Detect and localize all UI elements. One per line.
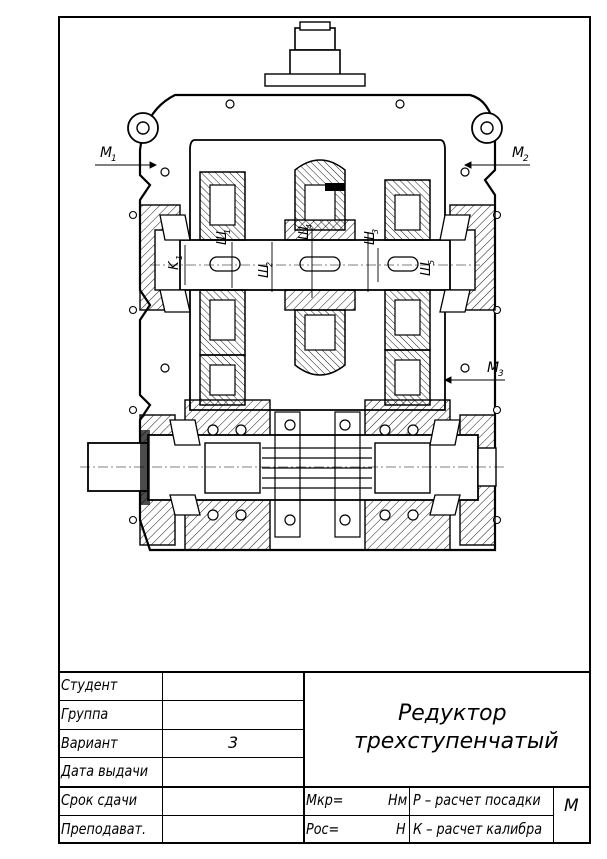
- force-label: Рос=: [306, 820, 340, 838]
- due-date-label: Срок сдачи: [61, 791, 138, 809]
- torque-unit: Нм: [388, 791, 408, 809]
- upper-right-gear: [384, 179, 431, 406]
- upper-bearings: [159, 214, 471, 313]
- dimension-label-k1: K 1: [167, 255, 184, 270]
- dimension-label-sh3: Ш 3: [363, 229, 380, 245]
- tb-col-line: [409, 786, 410, 844]
- tb-col-line: [303, 671, 305, 844]
- fit-calc-note: Р – расчет посадки: [413, 791, 541, 809]
- svg-text:2: 2: [523, 154, 529, 164]
- upper-shaft: [150, 239, 480, 291]
- dimension-label-sh2: Ш 2: [257, 262, 274, 278]
- tb-row-line: [58, 700, 303, 701]
- svg-text:4: 4: [305, 224, 314, 229]
- tb-col-line: [553, 786, 554, 844]
- svg-text:Ш: Ш: [215, 231, 230, 245]
- svg-text:Ш: Ш: [297, 226, 312, 240]
- svg-text:K: K: [167, 260, 182, 270]
- drawing-title-line1: Редуктор: [398, 701, 507, 726]
- svg-text:1: 1: [223, 229, 232, 234]
- svg-text:M: M: [512, 145, 524, 161]
- issue-date-label: Дата выдачи: [61, 762, 149, 780]
- variant-label: Вариант: [61, 734, 118, 752]
- drawing-title-line2: трехступенчатый: [354, 729, 559, 754]
- torque-label: Мкр=: [306, 791, 344, 809]
- dimension-label-m1: M 1: [100, 145, 117, 164]
- dimension-label-sh4: Ш 4: [297, 224, 314, 240]
- tb-col-line: [162, 671, 163, 844]
- upper-center-gear: [284, 159, 356, 376]
- gauge-calc-note: К – расчет калибра: [413, 820, 543, 838]
- tb-row-line: [58, 729, 303, 730]
- dimension-lines: [95, 161, 530, 384]
- svg-text:Ш: Ш: [363, 231, 378, 245]
- tb-row-line: [58, 786, 591, 788]
- svg-text:3: 3: [371, 229, 380, 234]
- dimension-label-m3: M 3: [487, 360, 504, 379]
- group-label: Группа: [61, 705, 109, 723]
- svg-text:3: 3: [498, 369, 504, 379]
- svg-text:2: 2: [265, 262, 274, 267]
- tb-top-line: [58, 671, 591, 673]
- teacher-label: Преподават.: [61, 820, 147, 838]
- tb-row-line: [58, 815, 553, 816]
- svg-text:M: M: [100, 145, 112, 161]
- variant-value: 3: [228, 733, 239, 752]
- title-block: Студент Группа Вариант Дата выдачи Срок …: [58, 671, 591, 844]
- student-label: Студент: [61, 676, 118, 694]
- dimension-label-sh5: Ш 5: [419, 260, 436, 276]
- svg-text:5: 5: [427, 260, 436, 265]
- svg-text:1: 1: [111, 154, 117, 164]
- force-unit: Н: [396, 820, 406, 838]
- svg-text:M: M: [487, 360, 499, 376]
- lower-bearings: [169, 411, 461, 538]
- svg-text:Ш: Ш: [419, 262, 434, 276]
- top-shaft-stub: [264, 21, 366, 87]
- svg-text:Ш: Ш: [257, 264, 272, 278]
- upper-left-gear: [199, 171, 246, 406]
- dimension-label-m2: M 2: [512, 145, 529, 164]
- tb-row-line: [58, 757, 303, 758]
- dimension-label-sh1: Ш 1: [215, 229, 232, 245]
- svg-text:1: 1: [175, 255, 184, 260]
- drawing-frame: [58, 16, 591, 844]
- lower-shaft: [80, 430, 505, 505]
- scale-mark: М: [564, 796, 579, 816]
